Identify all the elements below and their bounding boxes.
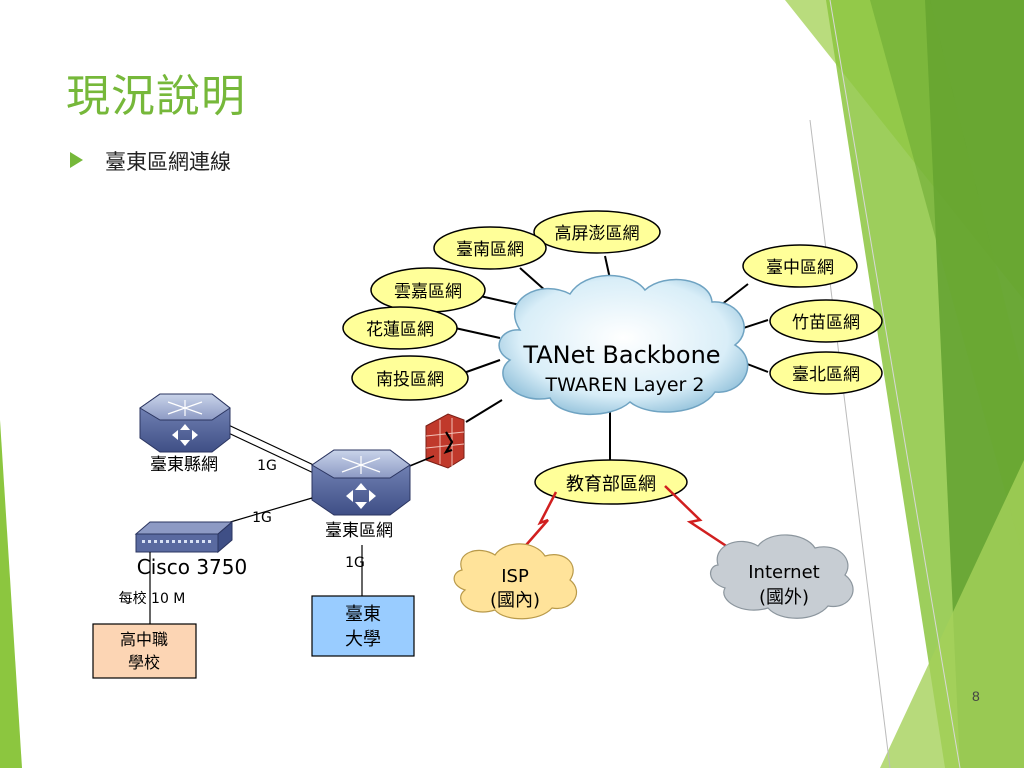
county-net-switch-icon — [139, 393, 231, 453]
region-zhumiao: 竹苗區網 — [769, 299, 883, 343]
backbone-cloud-shape — [498, 274, 749, 415]
region-hualien: 花蓮區網 — [342, 306, 458, 350]
univ-link-speed: 1G — [345, 555, 365, 571]
deco-facet-stripe — [870, 0, 1024, 560]
page-number: 8 — [972, 688, 980, 704]
regional-network-labels: 高屏澎區網 臺南區網 雲嘉區網 花蓮區網 南投區網 臺中區網 竹苗區網 — [342, 210, 883, 401]
isp-label: ISP — [501, 566, 529, 587]
internet-cloud: Internet (國外) — [710, 534, 854, 619]
left-green-sliver — [0, 420, 22, 768]
university-box: 臺東 大學 — [311, 595, 415, 657]
cisco-model-label: Cisco 3750 — [137, 555, 247, 579]
line-hualien — [454, 327, 501, 339]
bullet-text: 臺東區網連線 — [105, 150, 231, 174]
switch-link-speed: 1G — [252, 510, 272, 526]
backbone-name: TANet Backbone — [522, 341, 720, 369]
schools-box: 高中職 學校 — [92, 623, 197, 679]
region-taichung: 臺中區網 — [742, 244, 858, 288]
bullet-arrow-icon — [70, 152, 83, 168]
region-label: 臺南區網 — [456, 240, 524, 260]
region-label: 高屏澎區網 — [555, 224, 640, 244]
moe-network: 教育部區網 — [534, 459, 688, 505]
internet-label: Internet — [748, 562, 819, 583]
isp-cloud: ISP (國內) — [453, 543, 577, 620]
internet-sublabel: (國外) — [759, 587, 809, 608]
university-line1: 臺東 — [345, 604, 381, 625]
lightning-link-internet — [664, 485, 741, 557]
county-link-speed: 1G — [257, 458, 277, 474]
taitung-net-switch-icon — [311, 449, 411, 516]
per-school-bandwidth: 每校 10 M — [119, 590, 186, 607]
internet-cloud-shape — [710, 534, 854, 619]
region-label: 竹苗區網 — [792, 313, 860, 333]
line-firewall — [465, 399, 503, 423]
firewall-icon — [425, 413, 465, 469]
backbone-subtitle: TWAREN Layer 2 — [545, 374, 705, 396]
region-kaoping: 高屏澎區網 — [533, 210, 661, 254]
isp-sublabel: (國內) — [490, 590, 540, 611]
slide-title: 現況說明 — [66, 71, 246, 122]
deco-thin-line-2 — [829, 0, 961, 768]
county-net-label: 臺東縣網 — [150, 455, 218, 475]
region-taipei: 臺北區網 — [769, 351, 883, 395]
region-label: 南投區網 — [376, 370, 444, 390]
tanet-backbone-cloud: TANet Backbone TWAREN Layer 2 — [498, 274, 749, 415]
region-yunjia: 雲嘉區網 — [370, 267, 486, 313]
schools-line1: 高中職 — [120, 630, 168, 649]
moe-network-label: 教育部區網 — [566, 474, 656, 495]
region-tainan: 臺南區網 — [433, 226, 547, 270]
region-label: 臺中區網 — [766, 258, 834, 278]
cisco-switch-icon — [134, 520, 234, 554]
county-link-lines — [221, 421, 321, 477]
schools-line2: 學校 — [128, 653, 160, 672]
region-label: 花蓮區網 — [366, 320, 434, 340]
lightning-link-isp — [519, 491, 558, 553]
deco-thin-line — [809, 119, 891, 768]
taitung-net-label: 臺東區網 — [325, 521, 393, 541]
university-line2: 大學 — [345, 629, 381, 650]
isp-cloud-shape — [453, 543, 577, 620]
line-yunjia — [479, 295, 521, 306]
region-label: 臺北區網 — [792, 365, 860, 385]
deco-facet-bottom — [880, 460, 1024, 768]
region-nantou: 南投區網 — [351, 355, 469, 401]
region-label: 雲嘉區網 — [394, 282, 462, 302]
